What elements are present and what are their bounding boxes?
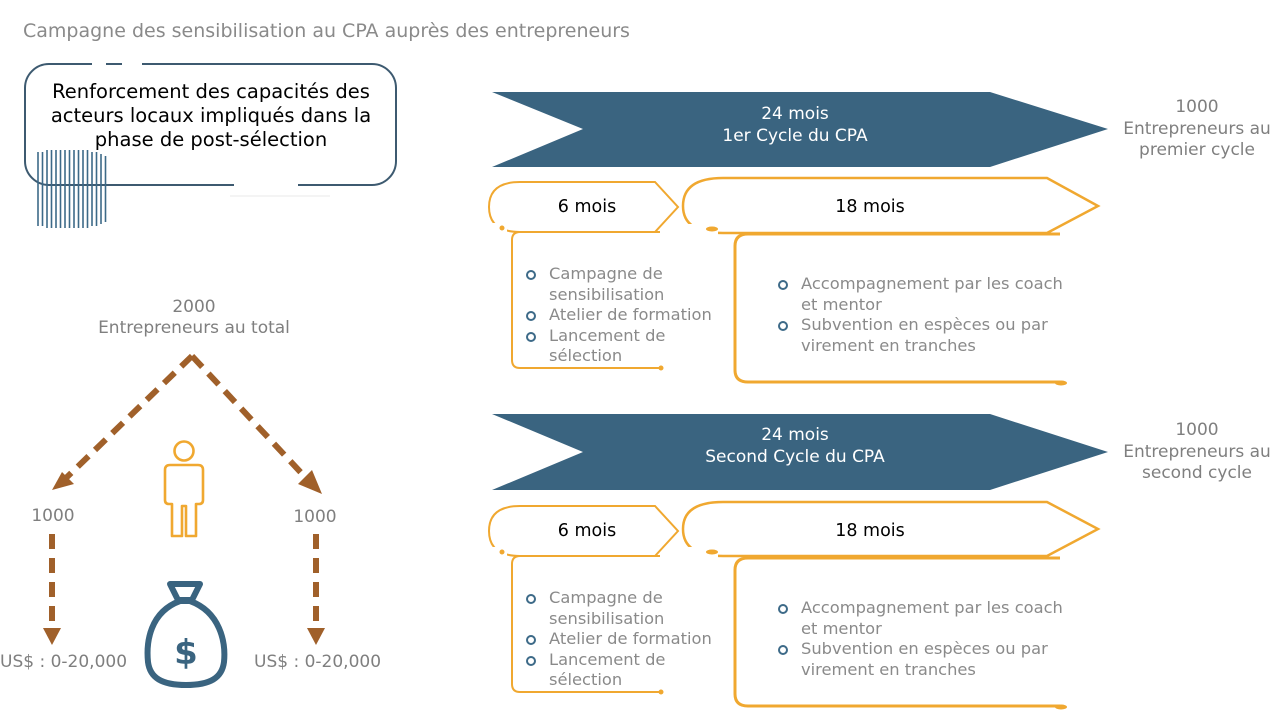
branch-right-amount: US$ : 0-20,000 [254, 652, 382, 672]
total-label: Entrepreneurs au total [98, 318, 290, 338]
callout-gap-bottom [234, 181, 298, 189]
cycle2-arrow [492, 414, 1108, 490]
total-value: 2000 [172, 297, 216, 317]
bullet-icon [778, 280, 788, 290]
cycle1-arrow-label: 24 mois 1er Cycle du CPA [640, 103, 950, 147]
bullet-icon [526, 655, 536, 666]
list-item: Accompagnement par les coach et mentor [777, 274, 1077, 315]
person-icon [163, 440, 205, 538]
bullet-icon [526, 270, 536, 280]
list-item: Atelier de formation [525, 629, 730, 650]
cycle1-arrow [492, 92, 1108, 167]
money-bag-icon: $ [144, 581, 228, 688]
bullet-icon [778, 321, 788, 331]
split-arrows [49, 353, 319, 628]
list-item: Lancement de sélection [525, 326, 730, 367]
cycle2-side-label-1: Entrepreneurs au [1123, 441, 1271, 462]
bullet-icon [526, 311, 536, 321]
cycle1-phase2-bracket [733, 232, 1060, 384]
list-item: Campagne de sensibilisation [525, 588, 730, 629]
callout-box [24, 63, 397, 186]
bullet-icon [778, 604, 788, 614]
branch-right-count: 1000 [293, 507, 337, 527]
cycle1-phase2-duration: 18 mois [835, 197, 905, 217]
cycle1-phase1-bracket [511, 231, 660, 369]
cycle2-name: Second Cycle du CPA [705, 447, 885, 467]
list-item: Campagne de sensibilisation [525, 264, 730, 305]
list-item: Accompagnement par les coach et mentor [777, 598, 1077, 639]
cycle2-side-count: 1000 [1175, 420, 1219, 440]
cycle1-phase1-list: Campagne de sensibilisation Atelier de f… [525, 264, 730, 367]
cycle1-phase2-tab [681, 176, 1101, 235]
list-item: Lancement de sélection [525, 650, 730, 691]
cycle2-phase2-duration: 18 mois [835, 521, 905, 541]
cycle2-side-note: 1000 Entrepreneurs au second cycle [1112, 420, 1280, 485]
list-item: Subvention en espèces ou par virement en… [777, 315, 1077, 356]
bullet-icon [526, 331, 536, 342]
cycle2-phase2-tab [681, 500, 1101, 558]
cycle2-phase1-duration: 6 mois [557, 521, 617, 541]
cycle1-phase2-list: Accompagnement par les coach et mentor S… [777, 274, 1077, 356]
stripe-decoration [37, 150, 107, 228]
branch-left-amount: US$ : 0-20,000 [0, 652, 128, 672]
cycle1-phase1-duration: 6 mois [557, 197, 617, 217]
total-block: 2000 Entrepreneurs au total [70, 297, 318, 339]
cycle2-phase2-list: Accompagnement par les coach et mentor S… [777, 598, 1077, 680]
svg-text:$: $ [174, 633, 198, 673]
branch-left-count: 1000 [31, 506, 75, 526]
cycle1-name: 1er Cycle du CPA [722, 126, 868, 146]
cycle2-arrow-label: 24 mois Second Cycle du CPA [640, 424, 950, 468]
callout-text: Renforcement des capacités des acteurs l… [50, 80, 372, 151]
bullet-icon [778, 645, 788, 655]
cycle2-duration: 24 mois [761, 425, 829, 445]
cycle1-duration: 24 mois [761, 104, 829, 124]
cycle2-phase2-bracket [733, 556, 1060, 708]
cycle1-side-count: 1000 [1175, 97, 1219, 117]
page-title: Campagne des sensibilisation au CPA aupr… [23, 20, 630, 42]
cycle2-side-label-2: second cycle [1142, 463, 1252, 483]
bullet-icon [526, 635, 536, 645]
cycle1-side-label-2: premier cycle [1139, 140, 1255, 160]
cycle2-phase1-bracket [511, 555, 660, 693]
cycle1-side-label-1: Entrepreneurs au [1123, 118, 1271, 139]
list-item: Subvention en espèces ou par virement en… [777, 639, 1077, 680]
cycle1-side-note: 1000 Entrepreneurs au premier cycle [1112, 97, 1280, 162]
cycle2-phase1-list: Campagne de sensibilisation Atelier de f… [525, 588, 730, 691]
list-item: Atelier de formation [525, 305, 730, 326]
split-arrow-heads [43, 470, 325, 645]
bullet-icon [526, 594, 536, 604]
